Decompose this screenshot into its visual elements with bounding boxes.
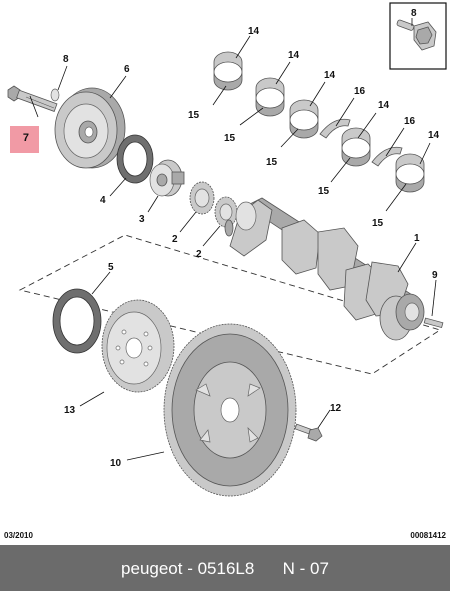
inset-bolt-box [389,2,447,70]
inset-bolt-icon [396,19,437,51]
thrust-washers [319,118,403,167]
callout-6: 6 [124,64,130,75]
flywheel-bolt [294,423,323,442]
target-wheel [101,299,175,393]
callout-9: 9 [432,270,438,281]
callout-10: 10 [110,458,122,469]
diagram-number: 00081412 [410,531,446,540]
callout-2-2: 2 [196,249,202,260]
leader-lines [29,18,437,461]
callout-16-1: 16 [354,86,366,97]
crankshaft [224,197,425,341]
callout-15-4: 15 [318,186,330,197]
callout-14-1: 14 [248,26,260,37]
pulley-bolt [7,85,58,112]
callout-15-3: 15 [266,157,278,168]
flywheel [163,323,297,497]
callout-8: 8 [63,54,69,65]
exploded-parts-diagram: 8 14 15 14 15 14 15 16 14 15 16 14 15 8 … [7,2,447,497]
footer-part-reference: peugeot - 0516L8 N - 07 [121,559,329,578]
callout-14-4: 14 [378,100,390,111]
front-oil-seal [116,134,154,184]
crankshaft-pulley [54,87,126,169]
highlighted-part-7[interactable]: 7 [10,126,39,153]
callout-3: 3 [139,214,145,225]
callout-15-5: 15 [372,218,384,229]
callout-15-1: 15 [188,110,200,121]
callout-5: 5 [108,262,114,273]
callout-4: 4 [100,195,106,206]
crank-pin [423,317,444,329]
callout-7: 7 [22,132,29,144]
callout-14-5: 14 [428,130,440,141]
timing-hub [149,159,185,197]
callout-2-1: 2 [172,234,178,245]
callout-14-3: 14 [324,70,336,81]
callout-1: 1 [414,233,420,244]
sprocket-1 [189,181,215,215]
callout-16-2: 16 [404,116,416,127]
sprocket-2 [214,196,238,228]
diagram-date: 03/2010 [4,531,33,540]
bearing-shells [213,51,425,193]
callout-15-2: 15 [224,133,236,144]
callout-14-2: 14 [288,50,300,61]
bolt-washer [50,88,60,102]
callout-12: 12 [330,403,342,414]
rear-oil-seal [52,288,102,354]
callout-13: 13 [64,405,76,416]
callout-8-inset: 8 [411,8,417,19]
footer-bar: peugeot - 0516L8 N - 07 [0,545,450,591]
